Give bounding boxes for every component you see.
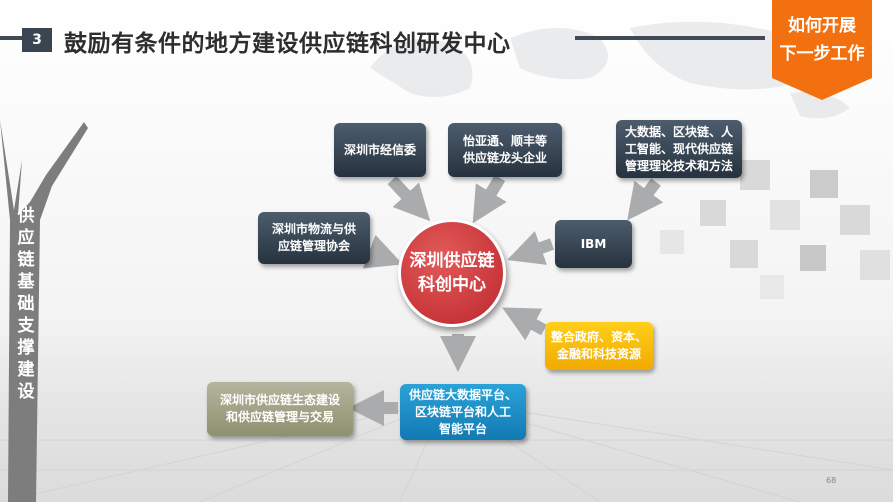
- node-association-line2: 应链管理协会: [277, 239, 350, 253]
- page-number: 68: [826, 476, 837, 485]
- decorative-pixel-grid: [660, 160, 890, 299]
- node-platform-line1: 供应链大数据平台、: [408, 387, 517, 402]
- arrow-yiyatong: [472, 174, 507, 224]
- node-yiyatong: 怡亚通、顺丰等 供应链龙头企业: [448, 123, 562, 177]
- corner-tab-line2: 下一步工作: [779, 44, 865, 64]
- node-platform: 供应链大数据平台、 区块链平台和人工 智能平台: [400, 384, 526, 440]
- node-tech-methods: 大数据、区块链、人 工智能、现代供应链 管理理论技术和方法: [616, 120, 742, 178]
- node-ibm: IBM: [555, 220, 632, 268]
- arrow-jingxinwei: [387, 175, 431, 222]
- node-platform-line2: 区块链平台和人工: [414, 404, 511, 419]
- node-association: 深圳市物流与供 应链管理协会: [258, 212, 370, 264]
- node-tech-line2: 工智能、现代供应链: [624, 141, 733, 156]
- arrow-association: [362, 234, 403, 269]
- node-platform-line3: 智能平台: [438, 421, 487, 436]
- node-tech-line1: 大数据、区块链、人: [624, 124, 733, 139]
- center-hub-line1: 深圳供应链: [409, 251, 495, 271]
- node-resources: 整合政府、资本、 金融和科技资源: [545, 322, 653, 370]
- corner-tab-line1: 如何开展: [788, 16, 856, 36]
- arrow-tech-ibm: [627, 178, 664, 221]
- node-jingxinwei-label: 深圳市经信委: [343, 142, 416, 157]
- node-association-line1: 深圳市物流与供: [271, 222, 356, 236]
- node-yiyatong-line2: 供应链龙头企业: [462, 151, 547, 165]
- page-title: 鼓励有条件的地方建设供应链科创研发中心: [64, 31, 511, 57]
- vertical-label: 供应链基础支撑建设: [17, 206, 35, 402]
- arrow-ibm: [507, 230, 555, 265]
- arrow-resources: [502, 307, 547, 341]
- header-rule-right: [575, 36, 765, 40]
- node-ecosystem-line1: 深圳市供应链生态建设: [219, 393, 340, 407]
- node-yiyatong-line1: 怡亚通、顺丰等: [462, 134, 547, 148]
- center-hub-line2: 科创中心: [418, 275, 486, 295]
- node-ecosystem-line2: 和供应链管理与交易: [225, 410, 334, 424]
- corner-tab-text: 如何开展 下一步工作: [772, 12, 872, 68]
- node-ecosystem: 深圳市供应链生态建设 和供应链管理与交易: [207, 382, 353, 436]
- section-number-badge: 3: [22, 28, 52, 52]
- node-ibm-label: IBM: [580, 236, 607, 251]
- tree-trunk-graphic: [0, 120, 88, 502]
- header-rule-left: [0, 36, 30, 40]
- center-hub: 深圳供应链 科创中心: [398, 219, 506, 327]
- node-jingxinwei: 深圳市经信委: [334, 123, 426, 177]
- node-resources-line1: 整合政府、资本、: [551, 330, 648, 344]
- corner-tab-shape: [772, 0, 872, 100]
- node-resources-line2: 金融和科技资源: [556, 347, 641, 361]
- node-tech-line3: 管理理论技术和方法: [624, 158, 733, 173]
